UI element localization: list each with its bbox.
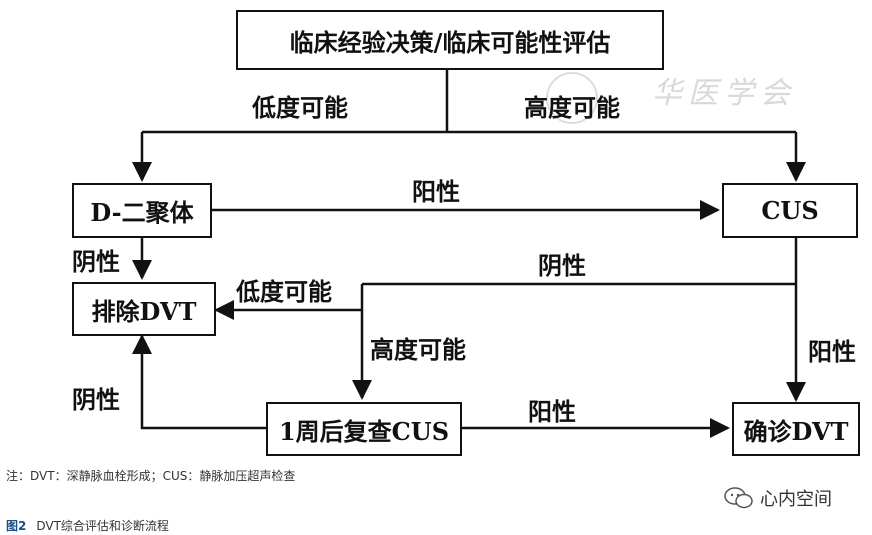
figure-title: DVT综合评估和诊断流程 [36, 519, 169, 533]
label-ddimer-negative: 阴性 [72, 248, 120, 276]
figure-caption: 图2 DVT综合评估和诊断流程 [6, 517, 169, 534]
figure-number: 图2 [6, 519, 27, 533]
node-recheck-cus: 1周后复查CUS [266, 402, 462, 456]
watermark-seal-icon [546, 72, 598, 124]
node-confirm-dvt: 确诊DVT [732, 402, 860, 456]
label-ddimer-positive: 阳性 [412, 178, 460, 206]
label-high-probability-top: 高度可能 [524, 94, 620, 122]
node-d-dimer: D-二聚体 [72, 183, 212, 238]
label-low-probability-top: 低度可能 [252, 94, 348, 122]
edge-recheck-neg [132, 334, 266, 430]
figure-note: 注：DVT：深静脉血栓形成；CUS：静脉加压超声检查 [6, 469, 296, 483]
label-low-probability-mid: 低度可能 [236, 278, 332, 306]
wechat-icon [724, 487, 753, 509]
watermark-text: 华医学会 [652, 76, 796, 111]
brand-mark: 心内空间 [724, 485, 832, 511]
label-cus-negative: 阴性 [538, 252, 586, 280]
label-recheck-negative: 阴性 [72, 386, 120, 414]
label-high-probability-mid: 高度可能 [370, 336, 466, 364]
node-cus: CUS [722, 183, 858, 238]
brand-name: 心内空间 [760, 489, 832, 510]
label-recheck-positive: 阳性 [528, 398, 576, 426]
node-clinical-assessment: 临床经验决策/临床可能性评估 [236, 10, 664, 70]
label-cus-positive: 阳性 [808, 338, 856, 366]
node-exclude-dvt: 排除DVT [72, 282, 216, 336]
